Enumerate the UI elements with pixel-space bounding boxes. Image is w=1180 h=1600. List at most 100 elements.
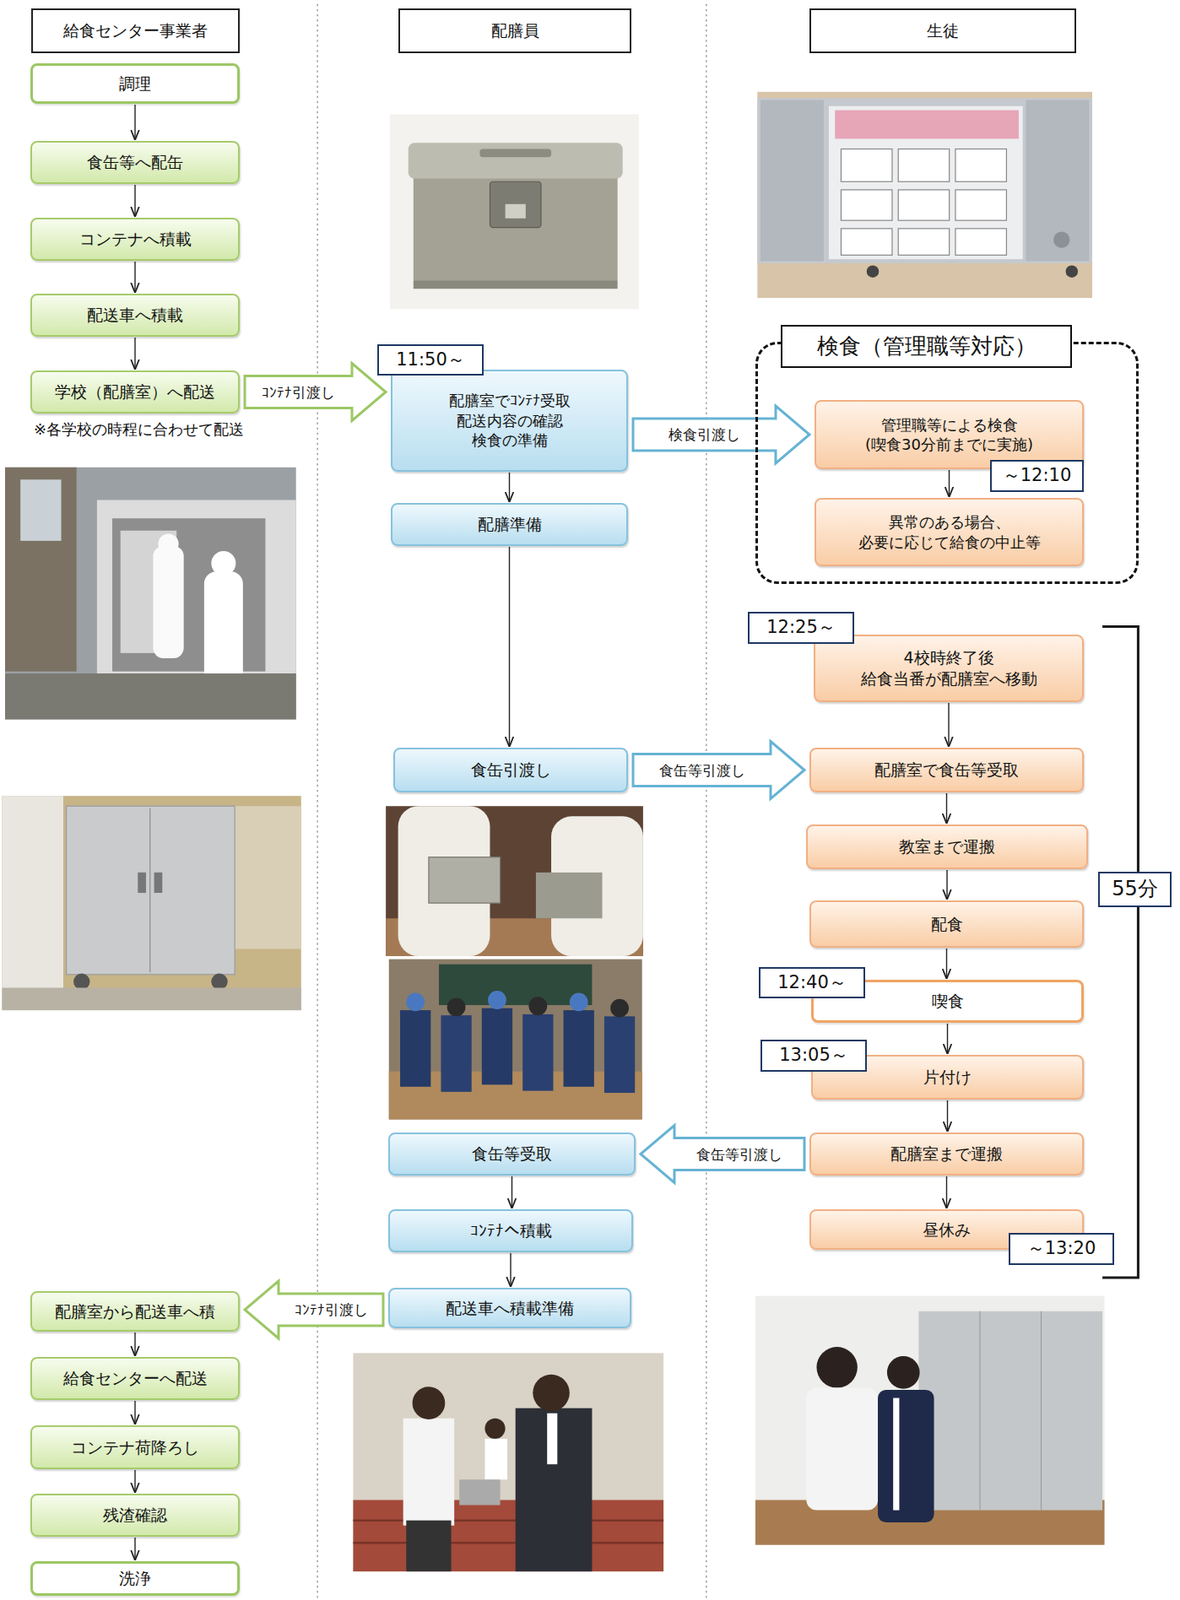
box-text: 異常のある場合、 必要に応じて給食の中止等 (856, 512, 1043, 553)
box-text: 喫食 (931, 990, 964, 1013)
photo-cabinet-shelves (898, 189, 949, 221)
photo-cabinet-shelves (840, 149, 892, 183)
process-box: コンテナへ積載 (30, 217, 240, 261)
box-text: ｺﾝﾃﾅへ積載 (470, 1220, 553, 1242)
photo-return-cabinets (755, 1296, 1105, 1546)
time-box: 12:25～ (747, 611, 855, 644)
box-text: 配膳室から配送車へ積 (54, 1301, 216, 1323)
process-box: 配送車へ積載準備 (388, 1288, 632, 1329)
box-text: コンテナ荷降ろし (70, 1437, 200, 1459)
box-text: 給食センターへ配送 (63, 1368, 208, 1390)
photo-carrying-cans (385, 806, 644, 957)
photo-delivery-truck (152, 546, 184, 659)
flow-arrow (509, 1253, 511, 1288)
lane-header: 生徒 (809, 8, 1077, 54)
process-box: 配送車へ積載 (30, 293, 240, 337)
photo-stairs (484, 1418, 505, 1440)
photo-stairs (405, 1521, 451, 1572)
time-label: ～13:20 (1027, 1237, 1097, 1261)
process-box: 配食 (809, 900, 1084, 948)
time-box: ～13:20 (1008, 1233, 1115, 1265)
photo-cabinet-shelves (955, 149, 1007, 183)
box-text: 学校（配膳室）へ配送 (54, 381, 216, 403)
box-text: 生徒 (926, 20, 959, 42)
box-text: 給食センター事業者 (63, 20, 208, 42)
photo-cabinet-shelves (898, 149, 949, 183)
photo-cabinet-shelves (1053, 231, 1070, 248)
box-text: 配膳室でｺﾝﾃﾅ受取 配送内容の確認 検食の準備 (447, 390, 573, 450)
flow-arrow (508, 472, 510, 503)
process-box: 食缶引渡し (393, 747, 628, 793)
photo-classroom (447, 998, 466, 1018)
photo-classroom (569, 993, 589, 1013)
photo-delivery-truck (157, 533, 179, 554)
box-text: 食缶引渡し (470, 759, 552, 781)
photo-cabinet-shelves (840, 189, 892, 221)
photo-cabinet-shelves (955, 228, 1007, 255)
photo-delivery-truck (5, 467, 297, 720)
process-box: 配膳室で食缶等受取 (809, 747, 1084, 793)
flow-arrow (134, 104, 136, 141)
box-text: 4校時終了後 給食当番が配膳室へ移動 (859, 647, 1040, 689)
photo-return-cabinets (806, 1387, 878, 1511)
photo-classroom (389, 959, 643, 1121)
photo-return-cabinets (979, 1311, 980, 1511)
flow-arrow (511, 1176, 513, 1209)
photo-container-cart (1, 795, 64, 1001)
flow-arrow (508, 546, 510, 747)
photo-cabinet-shelves (1066, 265, 1079, 278)
time-label: ～12:10 (1002, 464, 1072, 488)
handover-arrow (244, 363, 386, 422)
region-heading: 検食（管理職等対応） (817, 332, 1037, 362)
box-text: 昼休み (922, 1219, 971, 1241)
photo-cabinet-shelves (760, 100, 824, 262)
flow-arrow (134, 1537, 136, 1561)
time-label: 12:25～ (766, 616, 836, 639)
photo-food-can (389, 113, 639, 309)
photo-delivery-truck (97, 500, 297, 675)
photo-classroom (522, 1014, 553, 1092)
photo-classroom (405, 993, 425, 1013)
photo-food-can (389, 113, 639, 309)
box-text: 食缶等受取 (471, 1143, 553, 1165)
time-bracket (1102, 626, 1138, 1278)
photo-cabinet-shelves (757, 97, 1093, 264)
photo-container-cart (73, 974, 90, 991)
edge-label: 検食引渡し (666, 426, 742, 444)
photo-delivery-truck (5, 467, 77, 672)
photo-stairs (515, 1408, 593, 1572)
flow-arrow (134, 1332, 136, 1357)
photo-return-cabinets (887, 1356, 921, 1390)
time-box: 55分 (1098, 871, 1172, 907)
flow-arrow (946, 793, 948, 824)
flow-arrow (134, 337, 136, 370)
photo-classroom (481, 1008, 513, 1086)
photo-food-can (413, 281, 618, 290)
time-box: 12:40～ (758, 967, 866, 999)
flow-arrow (134, 1401, 136, 1425)
photo-container-cart (1, 795, 301, 1011)
box-text: 配膳準備 (477, 514, 542, 536)
photo-cabinet-shelves (898, 228, 949, 255)
lane-header: 配膳員 (398, 8, 632, 54)
process-box: 学校（配膳室）へ配送 (30, 370, 240, 414)
box-text: 残渣確認 (102, 1504, 168, 1527)
box-text: 配膳室で食缶等受取 (874, 759, 1019, 781)
process-box: 洗浄 (30, 1561, 240, 1597)
process-box: 管理職等による検食 (喫食30分前までに実施) (814, 400, 1084, 470)
process-box: 異常のある場合、 必要に応じて給食の中止等 (814, 497, 1084, 567)
photo-classroom (438, 964, 592, 1006)
photo-carrying-cans (535, 872, 603, 919)
note-label: ※各学校の時程に合わせて配送 (33, 420, 244, 439)
box-text: 配膳員 (491, 20, 540, 42)
lane-header: 給食センター事業者 (31, 8, 240, 54)
flow-arrow (947, 1100, 948, 1132)
column-separators (317, 4, 707, 1599)
process-box: 調理 (30, 63, 240, 104)
edge-label: ｺﾝﾃﾅ引渡し (259, 383, 337, 401)
edge-label: 食缶等引渡し (694, 1145, 785, 1163)
photo-container-cart (149, 808, 151, 974)
process-box: 4校時終了後 給食当番が配膳室へ移動 (813, 634, 1084, 703)
time-bracket (1102, 626, 1138, 1278)
box-text: 配食 (931, 914, 964, 936)
